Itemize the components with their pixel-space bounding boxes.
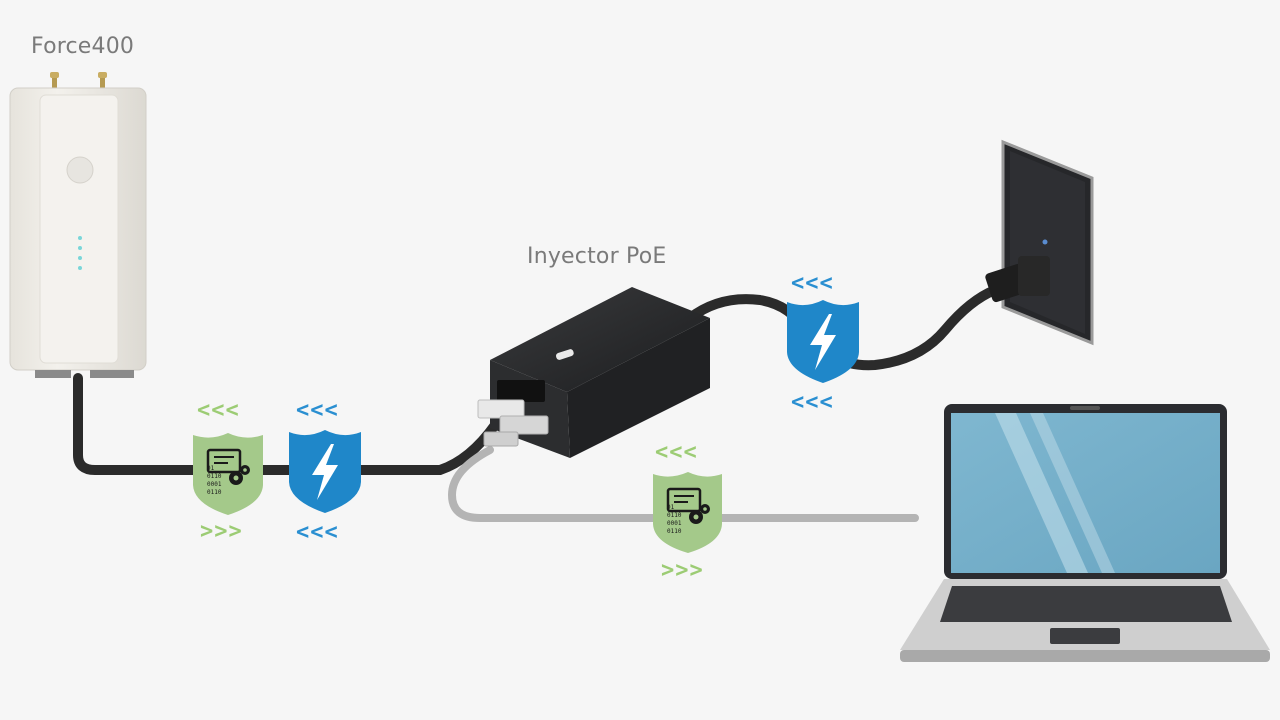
power-shield-left bbox=[289, 430, 361, 513]
data-flow-left-top: <<< bbox=[197, 398, 240, 423]
injector-to-laptop-lan-cable bbox=[447, 446, 919, 522]
laptop bbox=[900, 404, 1270, 662]
data-shield-left: 01 0110 0001 0110 bbox=[193, 433, 263, 515]
poe-injector-label: Inyector PoE bbox=[527, 244, 667, 269]
power-flow-right-top: <<< bbox=[791, 271, 834, 296]
data-bits-text: 0110 bbox=[207, 489, 222, 496]
force400-radio bbox=[9, 72, 147, 378]
power-flow-left-bottom: <<< bbox=[296, 520, 339, 545]
poe-injector bbox=[477, 287, 710, 458]
data-bits-text: 0001 bbox=[667, 520, 682, 527]
force400-label: Force400 bbox=[31, 34, 135, 59]
data-bits-text: 01 bbox=[207, 465, 215, 472]
wall-outlet bbox=[985, 139, 1094, 346]
data-flow-left-bottom: >>> bbox=[200, 519, 243, 544]
data-bits-text: 0110 bbox=[667, 528, 682, 535]
data-bits-text: 0110 bbox=[207, 473, 222, 480]
data-flow-lan-top: <<< bbox=[655, 440, 698, 465]
power-flow-right-bottom: <<< bbox=[791, 390, 834, 415]
data-bits-text: 01 bbox=[667, 504, 675, 511]
radio-to-injector-cable bbox=[73, 373, 500, 475]
data-bits-text: 0110 bbox=[667, 512, 682, 519]
data-shield-lan: 01 0110 0001 0110 bbox=[653, 472, 722, 553]
power-flow-left-top: <<< bbox=[296, 398, 339, 423]
data-flow-lan-bottom: >>> bbox=[661, 558, 704, 583]
data-bits-text: 0001 bbox=[207, 481, 222, 488]
power-shield-right bbox=[787, 300, 859, 383]
